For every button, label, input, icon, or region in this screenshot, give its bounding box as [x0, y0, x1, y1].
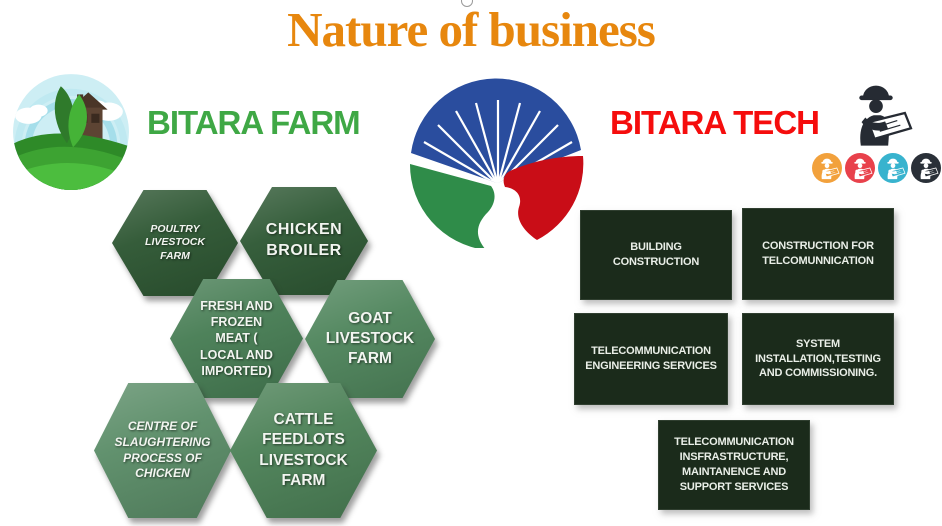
engineer-blueprint-icon — [838, 74, 914, 152]
box-building-construction[interactable]: BUILDING CONSTRUCTION — [580, 210, 732, 300]
hexagon-shape: GOAT LIVESTOCK FARM — [305, 280, 435, 398]
slide-title: Nature of business — [287, 2, 656, 57]
box-label: BUILDING CONSTRUCTION — [612, 241, 700, 268]
hexagon-slaughtering-centre[interactable]: CENTRE OF SLAUGHTERING PROCESS OF CHICKE… — [94, 383, 231, 518]
hexagon-shape: CATTLE FEEDLOTS LIVESTOCK FARM — [230, 383, 377, 518]
hexagon-label: CATTLE FEEDLOTS LIVESTOCK FARM — [259, 411, 348, 489]
hexagon-cattle-feedlots[interactable]: CATTLE FEEDLOTS LIVESTOCK FARM — [230, 383, 377, 518]
hexagon-shape: FRESH AND FROZEN MEAT ( LOCAL AND IMPORT… — [170, 279, 303, 398]
engineer-badge-black-icon — [911, 153, 941, 183]
box-telecom-infrastructure-maintenance[interactable]: TELECOMMUNICATION INSFRASTRUCTURE, MAINT… — [658, 420, 810, 510]
hexagon-shape: CENTRE OF SLAUGHTERING PROCESS OF CHICKE… — [94, 383, 231, 518]
hexagon-label: POULTRY LIVESTOCK FARM — [145, 222, 205, 262]
hexagon-label: GOAT LIVESTOCK FARM — [325, 309, 415, 368]
bitara-company-logo[interactable] — [398, 76, 588, 250]
farm-landscape-icon — [13, 74, 129, 190]
hexagon-poultry-livestock-farm[interactable]: POULTRY LIVESTOCK FARM — [112, 190, 238, 296]
box-label: TELECOMMUNICATION ENGINEERING SERVICES — [585, 345, 717, 372]
engineer-badge-red-icon — [845, 153, 875, 183]
bitara-logo-icon — [409, 78, 584, 250]
hexagon-shape: CHICKEN BROILER — [240, 187, 368, 295]
box-construction-for-telecommunication[interactable]: CONSTRUCTION FOR TELCOMUNNICATION — [742, 208, 894, 300]
hexagon-fresh-frozen-meat[interactable]: FRESH AND FROZEN MEAT ( LOCAL AND IMPORT… — [170, 279, 303, 398]
box-label: SYSTEM INSTALLATION,TESTING AND COMMISSI… — [755, 337, 881, 380]
box-system-installation-testing[interactable]: SYSTEM INSTALLATION,TESTING AND COMMISSI… — [742, 313, 894, 405]
hexagon-label: FRESH AND FROZEN MEAT ( LOCAL AND IMPORT… — [200, 298, 273, 378]
farm-section-heading: BITARA FARM — [147, 104, 361, 141]
box-label: TELECOMMUNICATION INSFRASTRUCTURE, MAINT… — [674, 436, 794, 493]
box-label: CONSTRUCTION FOR TELCOMUNNICATION — [762, 240, 874, 267]
hexagon-label: CHICKEN BROILER — [265, 221, 343, 259]
tech-section-heading: BITARA TECH — [610, 104, 820, 141]
farm-logo[interactable] — [10, 70, 132, 192]
hexagon-chicken-broiler[interactable]: CHICKEN BROILER — [240, 187, 368, 295]
engineer-badge-orange-icon — [812, 153, 842, 183]
engineer-badge-cyan-icon — [878, 153, 908, 183]
engineer-blueprint-image[interactable] — [838, 74, 914, 152]
hexagon-label: CENTRE OF SLAUGHTERING PROCESS OF CHICKE… — [114, 419, 211, 481]
hexagon-goat-livestock-farm[interactable]: GOAT LIVESTOCK FARM — [305, 280, 435, 398]
engineer-badges-image[interactable] — [812, 153, 941, 183]
box-telecom-engineering-services[interactable]: TELECOMMUNICATION ENGINEERING SERVICES — [574, 313, 728, 405]
